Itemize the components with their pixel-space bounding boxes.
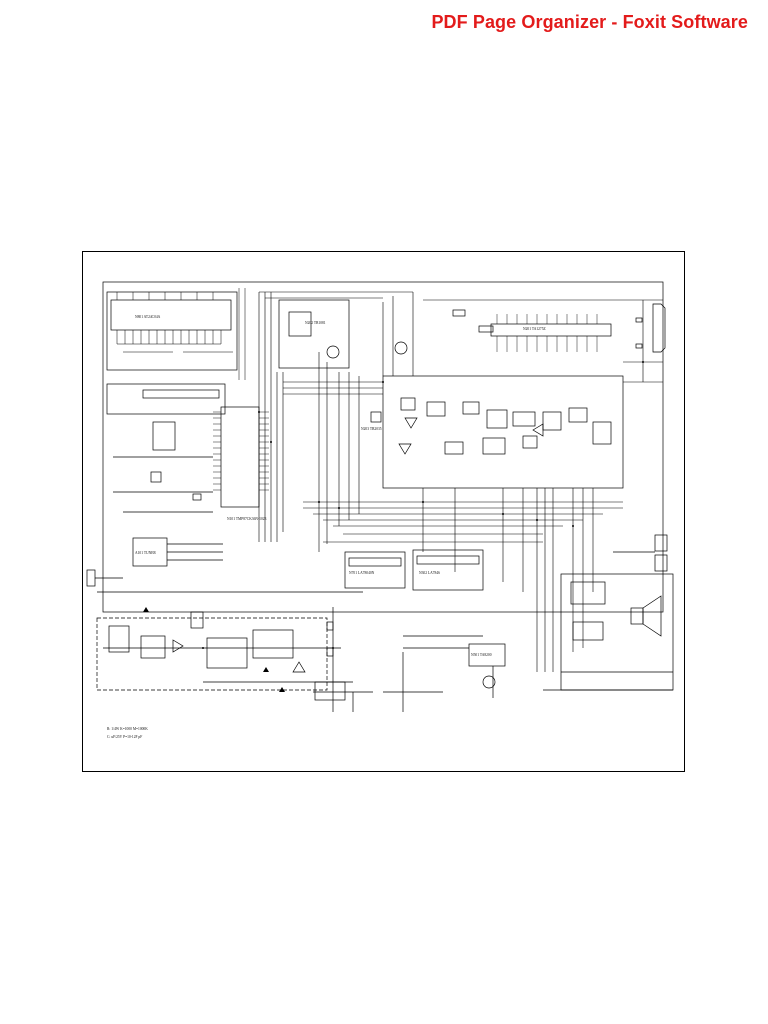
schematic-sheet: N801 AT24C04A N201 TA1275Z N202 TB1081 N… [82,251,685,772]
tuner-label: A101 TUNER [135,551,156,555]
n801-box [106,291,238,371]
n801-label: N801 AT24C04A [135,315,161,319]
n302-box [412,549,484,591]
scart-connector [652,303,666,353]
n201-ic [490,323,612,337]
n302-label: N302 LA7846 [419,571,440,575]
n202-box [278,299,350,369]
n801-ic [110,299,232,331]
n501-label: N501 TA8200 [471,653,492,657]
ac-plug [86,569,96,587]
n501-box [468,643,506,667]
cpu-label: N101 TMP87CK36N-1023 [227,517,267,521]
n201-label: N201 TA1275Z [523,327,546,331]
n203-label: N203 TB2035 [361,427,382,431]
keypad-block [106,383,226,415]
n701-box [344,551,406,589]
cpu-ic [220,406,260,508]
n701-label: N701 LA78040N [349,571,375,575]
power-supply-block [96,617,328,691]
note-capacitor: C: uF/25V P=10-12F pF [107,735,142,739]
circuit-diagram: N801 AT24C04A N201 TA1275Z N202 TB1081 N… [86,281,674,739]
note-resistor: R: 1/4W K=1000 M=1000K [107,727,148,731]
foxit-watermark: PDF Page Organizer - Foxit Software [431,12,748,32]
n202-label: N202 TB1081 [305,321,326,325]
